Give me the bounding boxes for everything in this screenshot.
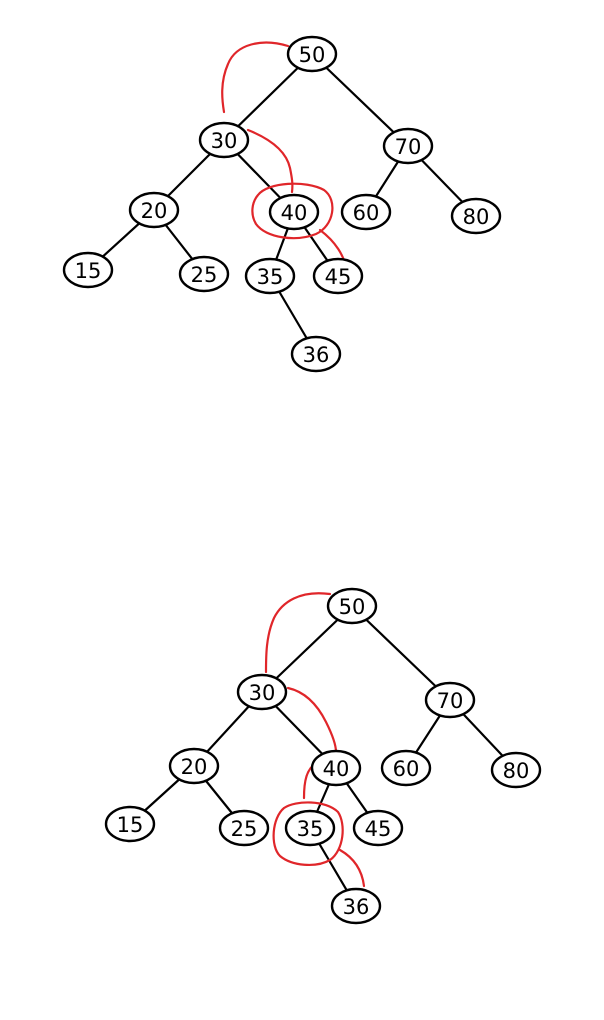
node-circle [380, 749, 432, 787]
tree-node-30: 30 [198, 121, 250, 159]
node-circle [490, 751, 542, 789]
node-circle [340, 193, 392, 231]
node-circle [290, 335, 342, 373]
traversal-highlights-bottom [264, 592, 366, 888]
node-circle [326, 587, 378, 625]
node-circle [352, 809, 404, 847]
node-label: 50 [299, 43, 326, 67]
node-circle [284, 809, 336, 847]
path-50-to-30 [264, 592, 332, 674]
node-circle [424, 681, 476, 719]
node-circle [382, 127, 434, 165]
node-label: 80 [503, 759, 530, 783]
node-label: 50 [339, 595, 366, 619]
node-label: 40 [281, 201, 308, 225]
node-label: 25 [231, 817, 258, 841]
node-label: 45 [325, 265, 352, 289]
tree-node-20: 20 [128, 191, 180, 229]
node-circle [330, 887, 382, 925]
node-circle [450, 197, 502, 235]
circle-35 [272, 801, 344, 866]
node-label: 20 [181, 755, 208, 779]
node-circle [62, 251, 114, 289]
node-circle [178, 255, 230, 293]
node-label: 70 [437, 689, 464, 713]
tree-node-25: 25 [218, 809, 270, 847]
node-label: 60 [393, 757, 420, 781]
node-label: 30 [211, 129, 238, 153]
traversal-highlights-top [221, 41, 348, 270]
node-circle [198, 121, 250, 159]
tree-node-70: 70 [382, 127, 434, 165]
path-30-to-40 [286, 686, 338, 754]
node-circle [244, 257, 296, 295]
node-circle [236, 673, 288, 711]
tree-node-40: 40 [268, 193, 320, 231]
edge-m50-m70 [350, 604, 452, 702]
tree-bottom: 50 30 70 20 40 60 80 15 25 35 45 36 [104, 587, 542, 925]
tree-node-50: 50 [326, 587, 378, 625]
node-circle [310, 749, 362, 787]
tree-node-35: 35 [244, 257, 296, 295]
node-label: 30 [249, 681, 276, 705]
tree-node-36: 36 [290, 335, 342, 373]
tree-node-30: 30 [236, 673, 288, 711]
node-label: 25 [191, 263, 218, 287]
tree-node-40: 40 [310, 749, 362, 787]
tree-node-36: 36 [330, 887, 382, 925]
node-label: 15 [75, 259, 102, 283]
node-circle [268, 193, 320, 231]
tree-node-50: 50 [286, 35, 338, 73]
tree-node-15: 15 [62, 251, 114, 289]
tree-node-80: 80 [450, 197, 502, 235]
tree-node-20: 20 [168, 747, 220, 785]
node-circle [168, 747, 220, 785]
node-label: 35 [297, 817, 324, 841]
node-circle [286, 35, 338, 73]
tree-node-45: 45 [312, 257, 364, 295]
edge-n50-n70 [310, 52, 410, 148]
tree-node-80: 80 [490, 751, 542, 789]
node-label: 80 [463, 205, 490, 229]
tree-node-70: 70 [424, 681, 476, 719]
node-circle [218, 809, 270, 847]
node-label: 36 [343, 895, 370, 919]
node-label: 35 [257, 265, 284, 289]
node-label: 15 [117, 813, 144, 837]
circle-40 [251, 182, 334, 240]
path-30-to-40 [246, 128, 294, 194]
tree-top: 50 30 70 20 40 60 80 15 25 35 45 36 [62, 35, 502, 373]
tree-node-15: 15 [104, 805, 156, 843]
node-label: 36 [303, 343, 330, 367]
node-circle [312, 257, 364, 295]
tree-node-60: 60 [340, 193, 392, 231]
node-label: 70 [395, 135, 422, 159]
node-label: 40 [323, 757, 350, 781]
path-50-to-30 [221, 41, 290, 114]
tree-node-60: 60 [380, 749, 432, 787]
node-label: 45 [365, 817, 392, 841]
node-label: 60 [353, 201, 380, 225]
tree-node-35: 35 [284, 809, 336, 847]
tree-node-45: 45 [352, 809, 404, 847]
node-circle [104, 805, 156, 843]
node-label: 20 [141, 199, 168, 223]
path-35-to-36 [338, 848, 366, 888]
tree-node-25: 25 [178, 255, 230, 293]
node-circle [128, 191, 180, 229]
